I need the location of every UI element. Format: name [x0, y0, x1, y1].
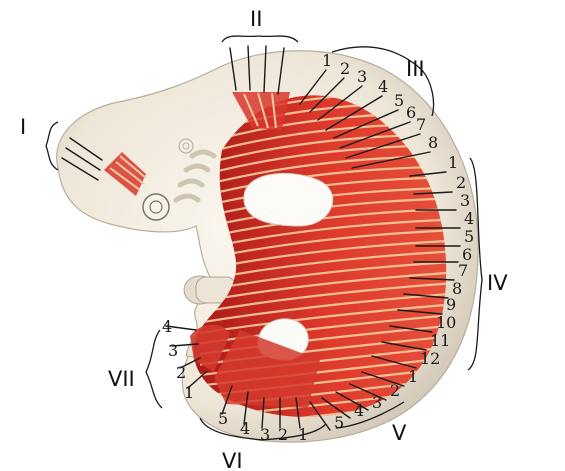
IV-num-11: 11: [430, 331, 450, 350]
label-group-I: I: [20, 115, 26, 139]
label-group-VI: VI: [222, 449, 243, 471]
III-num-1: 1: [322, 51, 332, 70]
VI-num-5: 5: [218, 409, 228, 428]
III-num-2: 2: [340, 59, 350, 78]
VII-num-3: 3: [168, 341, 178, 360]
label-group-VII: VII: [108, 367, 135, 391]
IV-num-5: 5: [464, 227, 474, 246]
VI-num-1: 1: [298, 425, 308, 444]
label-group-V: V: [392, 421, 407, 445]
label-group-IV: IV: [487, 271, 508, 295]
label-group-III: III: [406, 57, 425, 81]
VII-num-2: 2: [176, 363, 186, 382]
IV-num-2: 2: [456, 173, 466, 192]
VI-num-4: 4: [240, 419, 250, 438]
III-num-7: 7: [416, 115, 426, 134]
III-num-5: 5: [394, 91, 404, 110]
III-num-3: 3: [357, 67, 367, 86]
III-num-8: 8: [428, 133, 438, 152]
upper-limb-opening: [244, 173, 333, 226]
III-num-4: 4: [378, 77, 388, 96]
V-num-2: 2: [390, 381, 400, 400]
IV-num-9: 9: [446, 295, 456, 314]
IV-num-3: 3: [460, 191, 470, 210]
VII-num-1: 1: [184, 383, 194, 402]
IV-num-1: 1: [448, 153, 458, 172]
VI-num-3: 3: [260, 425, 270, 444]
V-num-5: 5: [334, 413, 344, 432]
label-group-II: II: [250, 7, 262, 31]
V-num-4: 4: [354, 401, 364, 420]
VI-num-2: 2: [278, 425, 288, 444]
V-num-1: 1: [408, 367, 418, 386]
V-num-3: 3: [372, 393, 382, 412]
IV-num-12: 12: [420, 349, 440, 368]
IV-num-10: 10: [436, 313, 456, 332]
VII-num-4: 4: [162, 317, 172, 336]
III-num-6: 6: [406, 103, 416, 122]
IV-num-4: 4: [464, 209, 474, 228]
IV-num-7: 7: [458, 261, 468, 280]
